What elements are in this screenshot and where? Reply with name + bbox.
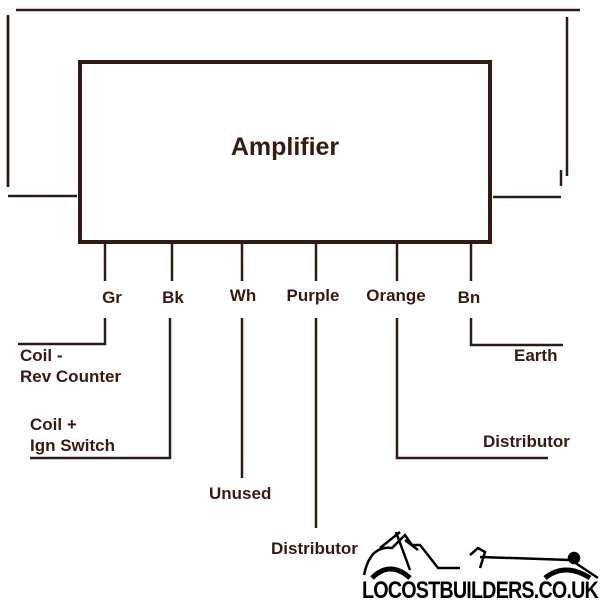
amplifier-box: [78, 60, 492, 244]
pin-label-wh: Wh: [230, 286, 256, 305]
conn-label-bk-1: Coil +: [30, 415, 77, 434]
pin-label-bn: Bn: [458, 288, 481, 307]
locostbuilders-logo: LOCOSTBUILDERS.CO.UK: [362, 531, 600, 600]
pin-label-orange: Orange: [366, 286, 426, 305]
pin-label-purple: Purple: [287, 286, 340, 305]
conn-label-gr-2: Rev Counter: [20, 367, 121, 386]
pin-label-gr: Gr: [102, 288, 122, 307]
pin-label-bk: Bk: [162, 288, 184, 307]
amplifier-label: Amplifier: [231, 133, 340, 161]
conn-label-bk-2: Ign Switch: [30, 436, 115, 455]
wire-bk: [30, 318, 172, 460]
conn-label-wh: Unused: [209, 484, 271, 503]
logo-text: LOCOSTBUILDERS.CO.UK: [362, 577, 599, 600]
conn-label-gr-1: Coil -: [20, 346, 63, 365]
conn-label-bn: Earth: [514, 346, 557, 365]
wire-gr: [18, 318, 107, 346]
conn-label-orange: Distributor: [483, 432, 570, 451]
conn-label-purple: Distributor: [271, 539, 358, 558]
wire-bn: [469, 318, 563, 347]
car-silhouette-icon: [362, 531, 599, 581]
wire-orange: [395, 318, 548, 460]
